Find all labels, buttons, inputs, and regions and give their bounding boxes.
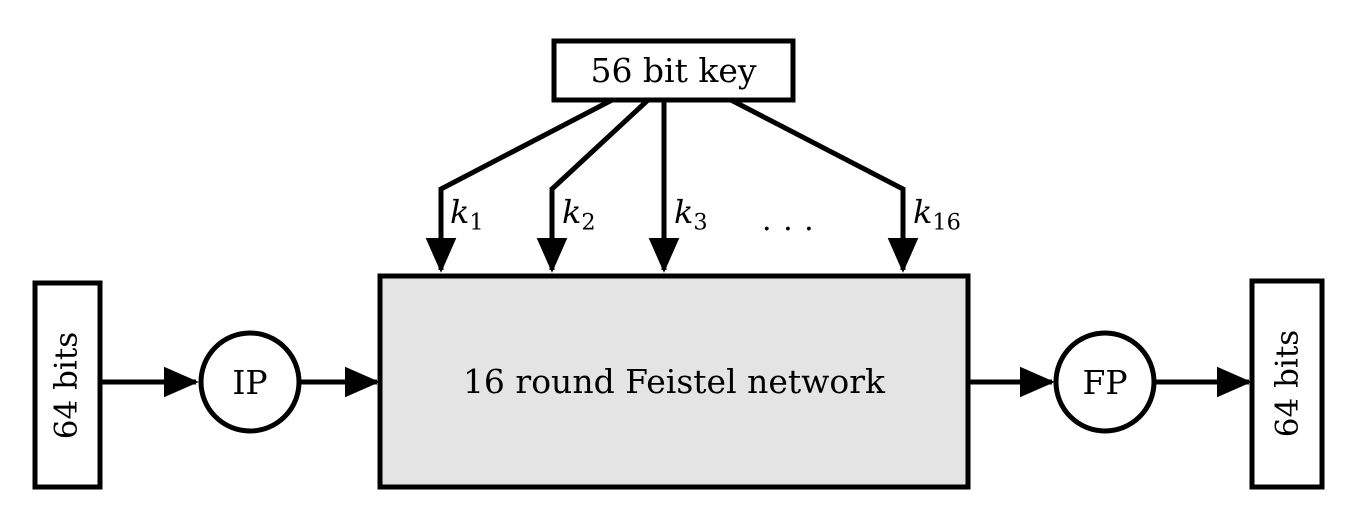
round-key-label-k1: k1 (450, 196, 484, 234)
keyline-k16 (729, 97, 919, 273)
round-key-subscript: 3 (693, 209, 708, 236)
round-key-subscript: 2 (581, 209, 596, 236)
fp-label: FP (1082, 362, 1128, 402)
output-box-outline (1249, 278, 1325, 490)
round-key-base: k (450, 193, 470, 231)
ip-label: IP (232, 362, 268, 402)
round-key-subscript: 1 (469, 209, 484, 236)
keyline-k2 (536, 98, 650, 273)
round-key-base: k (674, 193, 694, 231)
round-key-label-k2: k2 (562, 196, 596, 234)
key-box-label: 56 bit key (590, 51, 757, 90)
round-key-base: k (913, 193, 933, 231)
keyline-k1 (425, 97, 614, 273)
round-key-label-k3: k3 (674, 196, 708, 234)
round-key-subscript: 16 (932, 209, 961, 236)
round-key-label-k16: k16 (913, 196, 961, 234)
feistel-network-label: 16 round Feistel network (462, 362, 886, 401)
input-box-label: 64 bits (48, 331, 85, 440)
input-box-outline (32, 280, 103, 490)
round-key-base: k (562, 193, 582, 231)
feistel-network-box-outline (377, 273, 971, 490)
key-box-outline (551, 38, 796, 103)
output-box-label: 64 bits (1269, 329, 1306, 438)
round-key-ellipsis: . . . (762, 203, 815, 238)
